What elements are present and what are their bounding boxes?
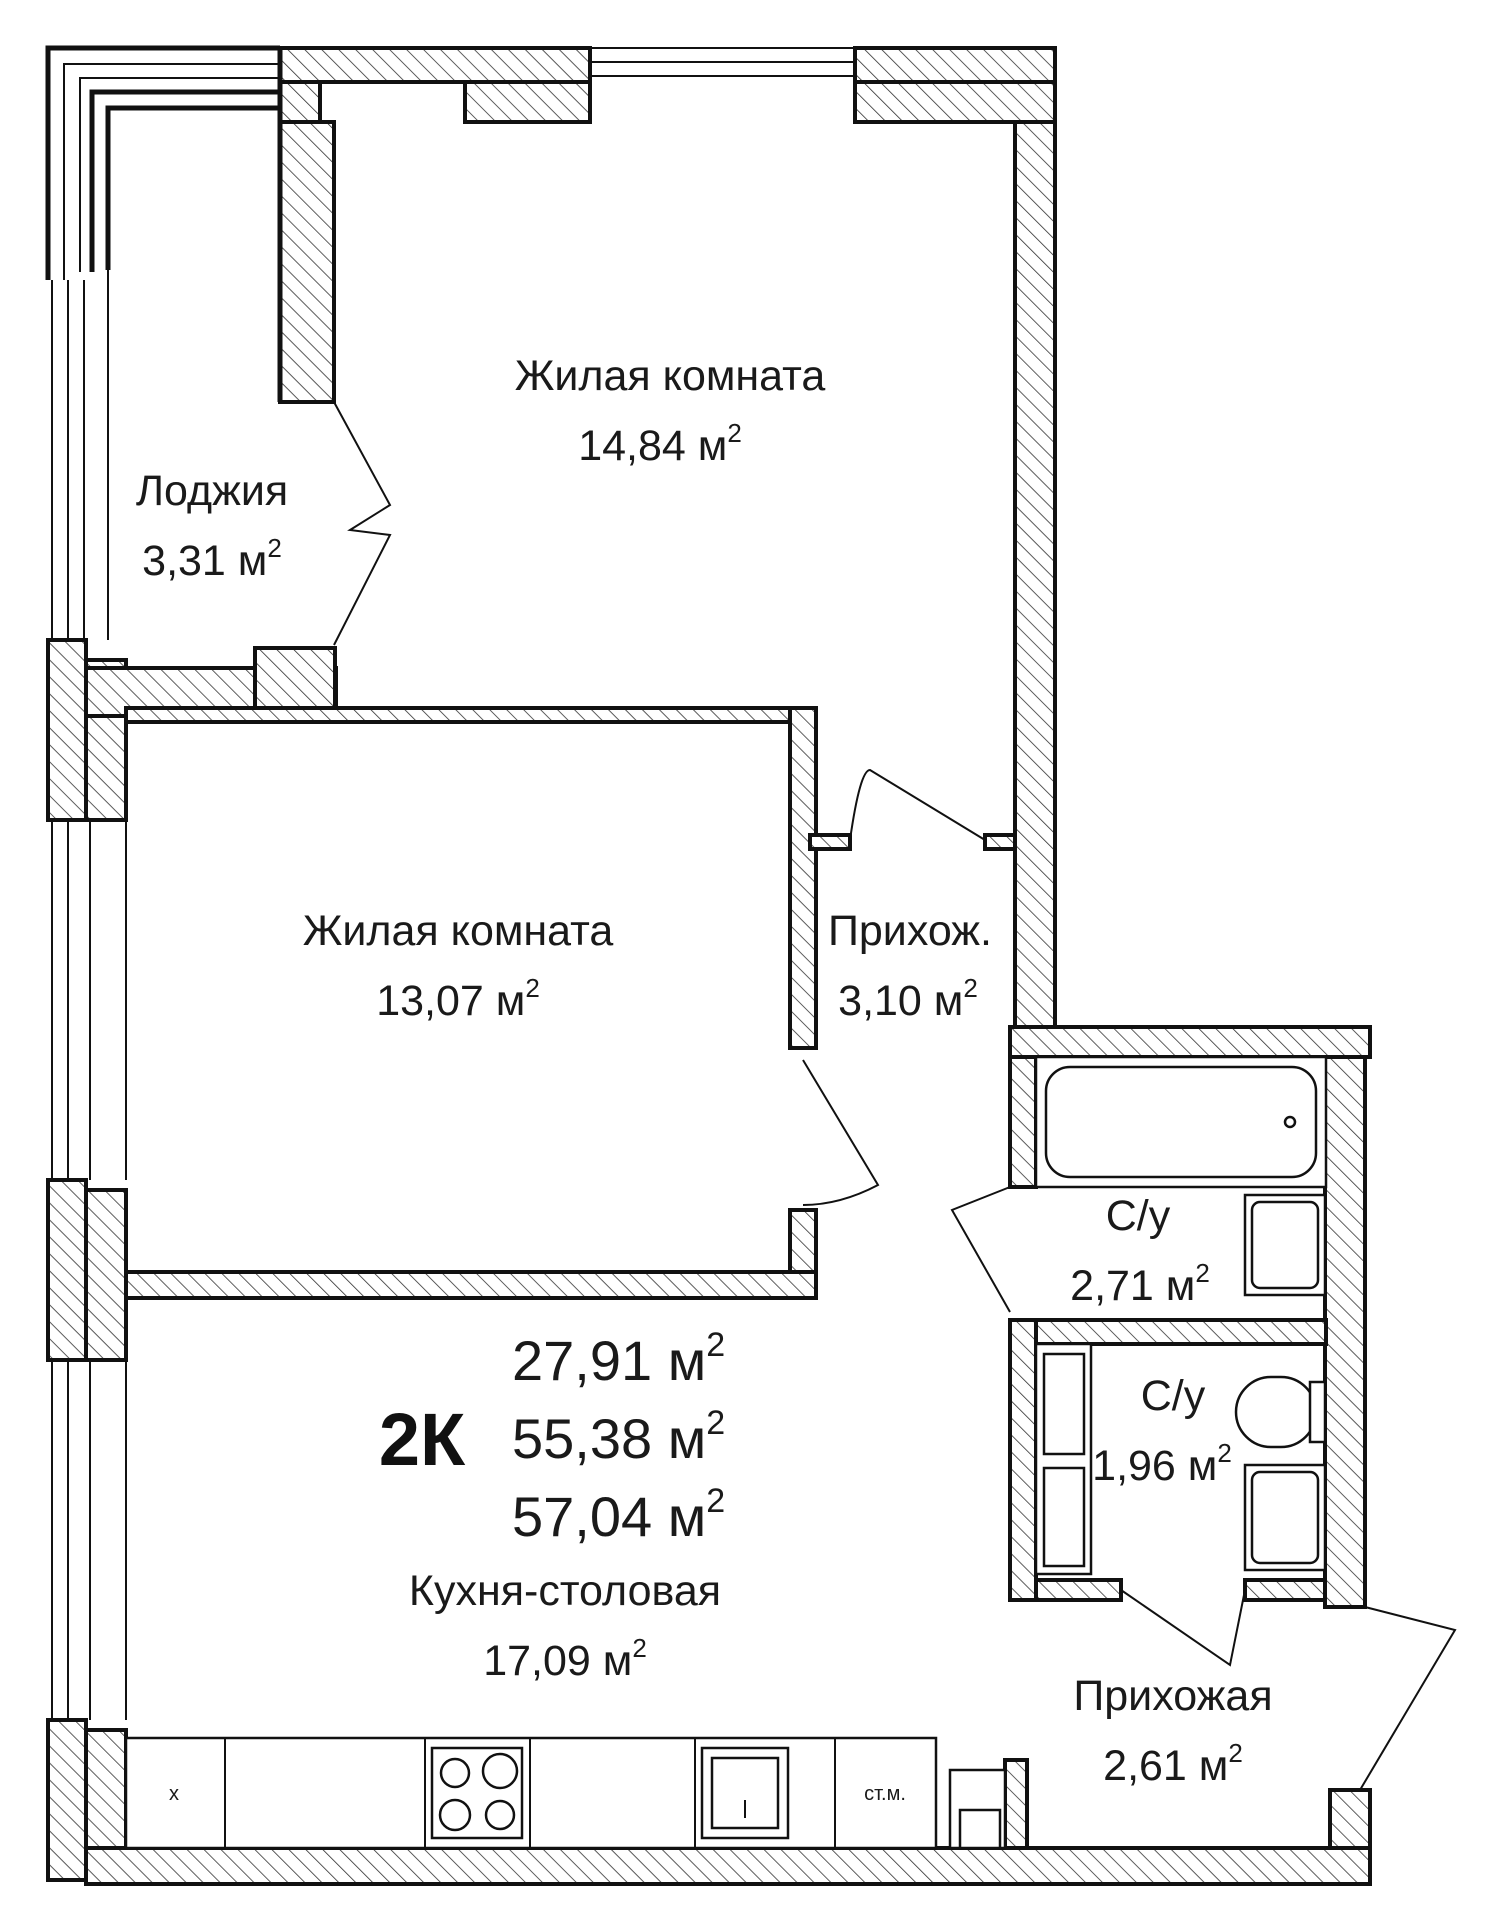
room-area-bath-2: 1,96 м2 <box>1092 1438 1232 1490</box>
cabinet-bath2-bottom <box>1042 1466 1086 1568</box>
walls <box>45 45 1372 1886</box>
wall-right-upper <box>1013 120 1057 1029</box>
burner-1 <box>439 1757 471 1789</box>
wall-bath-bottom-left <box>1034 1578 1123 1602</box>
wall-left-pier-2 <box>46 1178 88 1362</box>
burner-3 <box>438 1798 472 1832</box>
wall-bath-right <box>1323 1055 1367 1609</box>
bathtub-inner <box>1044 1065 1318 1179</box>
door-loggia[interactable] <box>333 401 392 646</box>
wall-kitchen-right-stub <box>1003 1758 1029 1850</box>
room-name-loggia: Лоджия <box>136 467 288 515</box>
wall-top-left <box>278 46 592 84</box>
wall-door-stub-1 <box>808 833 852 851</box>
wall-bottom <box>84 1846 1372 1886</box>
loggia-inner-frame <box>105 105 280 270</box>
wall-bath-left-lower <box>1008 1318 1038 1602</box>
apartment-summary: 2К 27,91 м2 55,38 м2 57,04 м2 <box>379 1326 725 1548</box>
door-bath1[interactable] <box>950 1186 1011 1313</box>
room-name-hall: Прихожая <box>1073 1672 1272 1720</box>
bathtub-drain <box>1283 1115 1297 1129</box>
room-name-kitchen: Кухня-столовая <box>409 1567 721 1615</box>
total-area-living: 27,91 м2 <box>512 1326 725 1392</box>
wall-left-pier-3 <box>46 1718 88 1882</box>
room-area-bath-1: 2,71 м2 <box>1070 1258 1210 1310</box>
wall-top-right <box>853 46 1057 84</box>
fixtures <box>124 1055 1328 1850</box>
loggia-frame-3 <box>79 77 280 272</box>
wall-bath-bottom-right <box>1243 1578 1327 1602</box>
wall-living-loggia <box>278 120 336 404</box>
loggia-outer-frame <box>45 45 280 280</box>
wall-top-right-pier <box>853 80 1057 124</box>
wall-living2-right-upper <box>788 706 818 1050</box>
room-name-living-2: Жилая комната <box>303 907 614 955</box>
room-area-living-1: 14,84 м2 <box>578 418 742 470</box>
room-name-living-1: Жилая комната <box>515 352 826 400</box>
room-area-living-2: 13,07 м2 <box>376 973 540 1025</box>
door-bath2[interactable] <box>1120 1589 1246 1667</box>
room-area-hall-small: 3,10 м2 <box>838 973 978 1025</box>
wall-top-left-pier <box>463 80 592 124</box>
wall-bath-left-upper <box>1008 1055 1038 1189</box>
room-name-bath-2: С/у <box>1141 1372 1206 1420</box>
wall-bath-divider <box>1034 1318 1328 1346</box>
burner-4 <box>484 1799 516 1831</box>
wall-left-pier-3b <box>84 1728 128 1850</box>
door-living1[interactable] <box>849 768 986 841</box>
total-area-with-loggia: 57,04 м2 <box>512 1482 725 1548</box>
door-entrance[interactable] <box>1359 1606 1457 1791</box>
doors <box>333 401 1457 1791</box>
burner-2 <box>481 1752 519 1790</box>
wall-loggia-bottom-pier <box>253 646 337 718</box>
room-area-loggia: 3,31 м2 <box>142 533 282 585</box>
room-labels: Жилая комната 14,84 м2 Лоджия 3,31 м2 Жи… <box>136 352 1273 1790</box>
wall-living2-top <box>124 706 818 724</box>
wall-corner-tl <box>278 80 322 124</box>
room-area-hall: 2,61 м2 <box>1103 1738 1243 1790</box>
wall-left-pier-2b <box>84 1188 128 1362</box>
wall-bath-top <box>1008 1025 1372 1059</box>
kitchen-marks: x ст.м. <box>169 1783 906 1805</box>
door-living2[interactable] <box>802 1059 880 1206</box>
cabinet-bath2-top <box>1042 1352 1086 1456</box>
wall-living2-bottom <box>124 1270 818 1300</box>
apartment-type: 2К <box>379 1398 466 1481</box>
room-name-bath-1: С/у <box>1106 1192 1171 1240</box>
shaft-inner <box>958 1808 1002 1850</box>
sink-2-inner <box>1250 1470 1320 1565</box>
room-area-kitchen: 17,09 м2 <box>483 1633 647 1685</box>
sink-1-inner <box>1250 1200 1320 1290</box>
room-name-hall-small: Прихож. <box>828 907 992 955</box>
washer-mark: ст.м. <box>864 1783 906 1805</box>
wall-door-stub-2 <box>983 833 1017 851</box>
wall-left-pier-1 <box>46 638 88 822</box>
loggia-frame-4 <box>89 89 280 272</box>
total-area-general: 55,38 м2 <box>512 1404 725 1470</box>
loggia-frame-2 <box>63 63 280 280</box>
counter-mark-x: x <box>169 1783 179 1805</box>
toilet-tank <box>1308 1380 1327 1444</box>
wall-hall-corner <box>1328 1788 1372 1850</box>
toilet-bowl <box>1234 1375 1318 1449</box>
